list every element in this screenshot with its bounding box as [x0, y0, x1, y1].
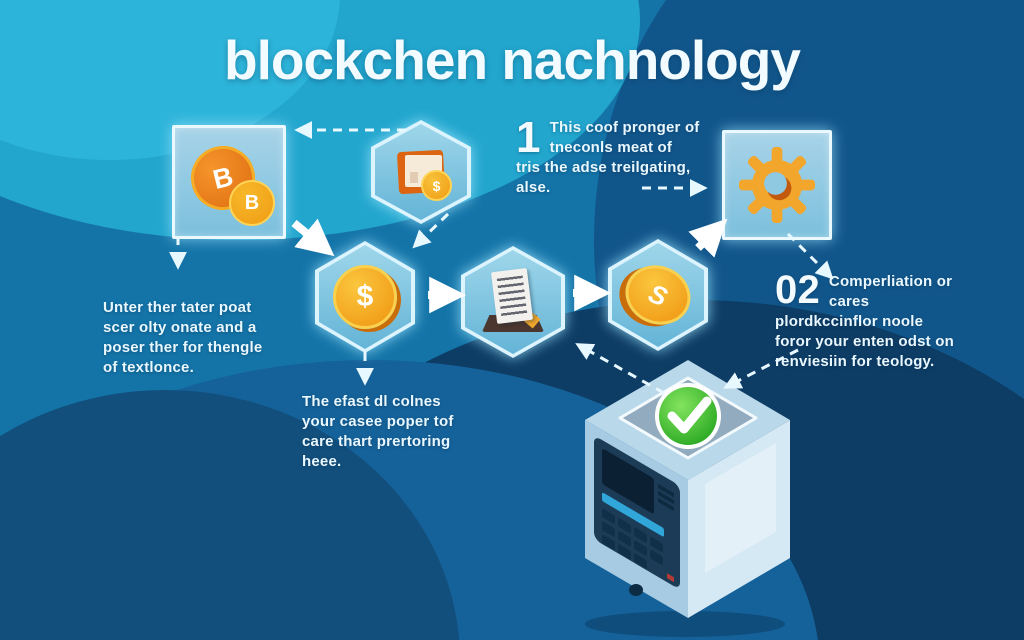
step1-line: tneconls meat of	[549, 139, 673, 156]
folder-coin-icon: $	[396, 149, 452, 201]
tilted-coin-icon: S	[616, 255, 700, 335]
note-middle-line: heee.	[302, 453, 342, 470]
node-bitcoin-square: B B	[172, 125, 286, 239]
note-middle: The efast dl colnes your casee poper tof…	[302, 392, 497, 472]
note-left-line: Unter ther tater poat	[103, 299, 252, 316]
receipt-icon	[476, 268, 550, 334]
atm-machine	[560, 352, 810, 640]
step2-line: foror your enten odst on	[775, 333, 954, 350]
node-folder-hexagon: $	[371, 120, 471, 224]
page-title: blockchen nachnology	[224, 29, 801, 91]
node-dollar-hexagon: $	[315, 241, 415, 353]
step2-line: Comperliation or cares	[828, 273, 953, 310]
machine-screen	[602, 449, 654, 514]
step1-line: This coof pronger of	[549, 119, 700, 136]
node-gear-square	[722, 130, 832, 240]
node-coin-hexagon: S	[608, 239, 708, 351]
dollar-coin-icon: $	[333, 265, 397, 329]
note-middle-line: care thart prertoring	[302, 433, 451, 450]
step1-line: alse.	[516, 179, 551, 196]
gear-icon	[739, 147, 815, 223]
step1-line: tris the adse treilgating,	[516, 159, 691, 176]
machine-right-panel	[705, 443, 776, 573]
step2-text: 02 Comperliation or cares plordkccinflor…	[775, 268, 995, 372]
machine-knob	[629, 584, 643, 596]
note-left-line: of textlonce.	[103, 359, 194, 376]
folder-coin-symbol: $	[421, 170, 452, 201]
machine-shadow	[585, 611, 785, 637]
node-receipt-hexagon	[461, 246, 565, 358]
check-icon	[655, 383, 721, 449]
step1-number: 1	[516, 113, 541, 162]
bitcoin-coin-small-icon: B	[229, 180, 275, 226]
bitcoin-coins-icon: B B	[175, 128, 283, 236]
step1-text: 1 This coof pronger of tneconls meat of …	[516, 113, 741, 198]
machine-red-light	[667, 573, 674, 583]
step2-number: 02	[775, 268, 820, 312]
note-left-line: poser ther for thengle	[103, 339, 263, 356]
note-left-line: scer olty onate and a	[103, 319, 257, 336]
step2-line: renviesiin for teology.	[775, 353, 935, 370]
machine-keypad	[602, 508, 663, 569]
machine-control-panel	[594, 438, 680, 587]
note-middle-line: your casee poper tof	[302, 413, 454, 430]
note-left: Unter ther tater poat scer olty onate an…	[103, 298, 313, 378]
machine-card-slot	[602, 492, 664, 537]
note-middle-line: The efast dl colnes	[302, 393, 441, 410]
step2-line: plordkccinflor noole	[775, 313, 924, 330]
